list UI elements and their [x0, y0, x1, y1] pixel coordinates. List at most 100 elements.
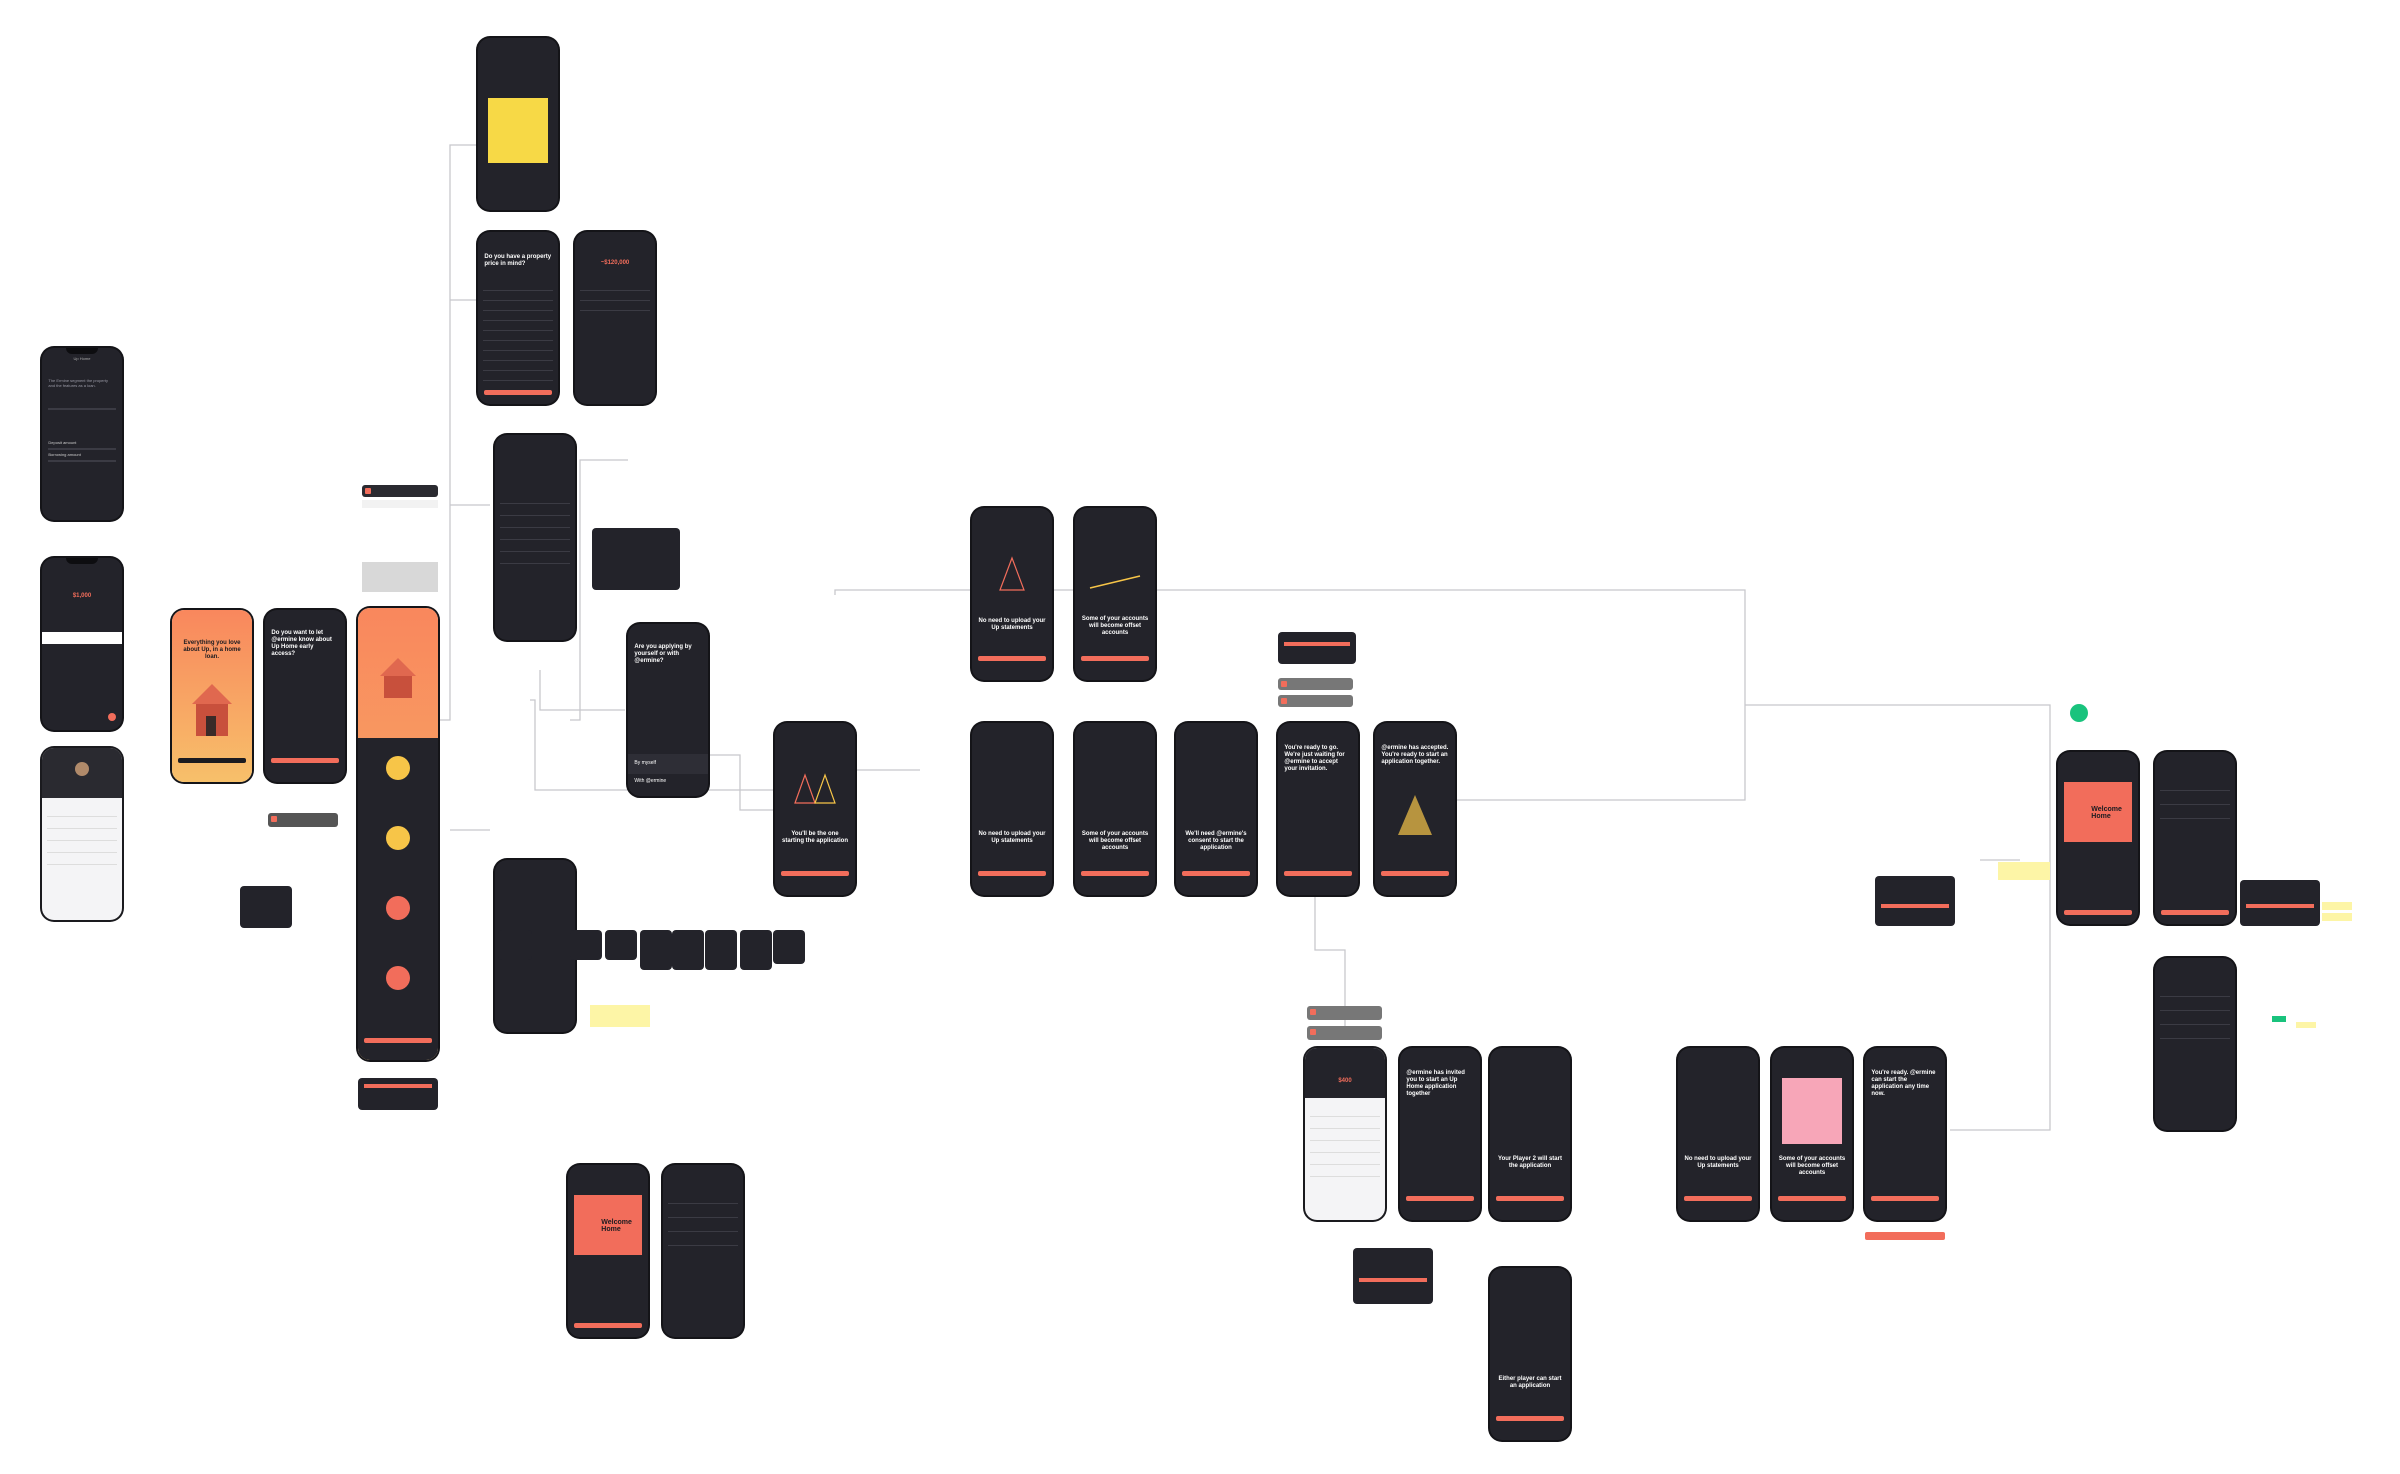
continue-button[interactable] [2160, 910, 2230, 915]
start-button[interactable] [1380, 871, 1450, 876]
continue-button[interactable] [1080, 656, 1150, 661]
card [640, 930, 672, 970]
offset-headline: Some of your accounts will become offset… [1081, 831, 1149, 851]
frame-card [2240, 880, 2320, 926]
phone-screen-accepted: @ermine has accepted. You're ready to st… [1375, 723, 1455, 895]
house-illustration [1398, 795, 1432, 835]
continue-button[interactable] [1283, 871, 1353, 876]
sticky-note [2296, 1022, 2316, 1028]
phone-screen-no-upload-1: No need to upload your Up statements [972, 508, 1052, 680]
property-headline: Do you have a property price in mind? [484, 254, 552, 267]
phone-screen-either: Either player can start an application [1490, 1268, 1570, 1440]
phone-screen-price-summary: ~$120,000 [575, 232, 655, 404]
applying-headline: Are you applying by yourself or with @er… [634, 644, 692, 664]
welcome-line-1: Welcome [601, 1219, 632, 1226]
phone-screen-no-upload-2: No need to upload your Up statements [972, 723, 1052, 895]
card [672, 930, 704, 970]
phone-screen-offset-3: Some of your accounts will become offset… [1772, 1048, 1852, 1220]
notification-card [1307, 1006, 1382, 1020]
accept-button[interactable] [1405, 1196, 1475, 1201]
annotation-text [2058, 960, 2138, 1010]
house-illustration [999, 556, 1025, 591]
player2-headline: Your Player 2 will start the application [1498, 1156, 1562, 1169]
start-button[interactable] [1870, 1196, 1940, 1201]
offset-headline: Some of your accounts will become offset… [1778, 1156, 1846, 1176]
seesaw-illustration [1089, 575, 1141, 589]
phone-screen-contacts-2 [663, 1165, 743, 1337]
phone-screen-yellow-illustration [478, 38, 558, 210]
card [570, 930, 602, 960]
option-with-ermine[interactable]: With @ermine [634, 778, 667, 784]
balance-amount: $400 [1338, 1078, 1352, 1084]
sticky-note [2322, 902, 2352, 910]
phone-screen-onboarding-1: Everything you love about Up, in a home … [172, 610, 252, 782]
frame-modal [1353, 1248, 1433, 1304]
offset-headline: Some of your accounts will become offset… [1081, 616, 1149, 636]
card [605, 930, 637, 960]
card [740, 930, 772, 970]
phone-screen-offset-2: Some of your accounts will become offset… [1075, 723, 1155, 895]
accepted-headline: @ermine has accepted. You're ready to st… [1381, 745, 1449, 765]
continue-button[interactable] [1181, 871, 1251, 876]
ready-any-headline: You're ready. @ermine can start the appl… [1871, 1070, 1936, 1097]
frame-button-group [1278, 632, 1356, 664]
option-by-myself[interactable]: By myself [634, 760, 657, 766]
continue-button[interactable] [1495, 1416, 1565, 1421]
phone-screen-ready-any: You're ready. @ermine can start the appl… [1865, 1048, 1945, 1220]
start-application-button[interactable] [1865, 1232, 1945, 1240]
frame-card [1875, 876, 1955, 926]
no-upload-headline: No need to upload your Up statements [978, 831, 1046, 844]
notification-card [1278, 695, 1353, 707]
phone-screen-long-onboarding [358, 608, 438, 1060]
continue-button[interactable] [2063, 910, 2133, 915]
phone-screen-offset-1: Some of your accounts will become offset… [1075, 508, 1155, 680]
card [773, 930, 805, 964]
phone-screen-balance-2: $400 [1305, 1048, 1385, 1220]
continue-button[interactable] [1683, 1196, 1753, 1201]
status-dot [2070, 704, 2088, 722]
continue-button[interactable] [1495, 1196, 1565, 1201]
placeholder-image [1782, 1078, 1842, 1144]
price-amount: ~$120,000 [600, 260, 630, 266]
register-button[interactable] [363, 1038, 433, 1043]
continue-button[interactable] [573, 1323, 643, 1328]
phone-screen-invited: @ermine has invited you to start an Up H… [1400, 1048, 1480, 1220]
house-illustration [192, 684, 232, 736]
phone-screen-no-upload-3: No need to upload your Up statements [1678, 1048, 1758, 1220]
continue-button[interactable] [1777, 1196, 1847, 1201]
animal-illustration [386, 826, 410, 850]
phone-screen-applying: Are you applying by yourself or with @er… [628, 624, 708, 796]
share-invite-button[interactable] [270, 758, 340, 763]
onboarding-headline: Everything you love about Up, in a home … [183, 640, 241, 660]
start-headline: You'll be the one starting the applicati… [781, 831, 848, 844]
animal-illustration [386, 896, 410, 920]
phone-screen-profile [42, 748, 122, 920]
continue-button[interactable] [483, 390, 553, 395]
phone-screen-contacts [2155, 958, 2235, 1130]
fab-button[interactable] [108, 713, 116, 721]
welcome-line-1: Welcome [2091, 806, 2122, 813]
continue-button[interactable] [780, 871, 850, 876]
avatar [75, 762, 89, 776]
toggle-badge[interactable] [2272, 1016, 2286, 1022]
notification-card [268, 813, 338, 827]
continue-button[interactable] [977, 656, 1047, 661]
continue-button[interactable] [1080, 871, 1150, 876]
legend-item [270, 798, 340, 804]
phone-screen-property-price: Do you have a property price in mind? [478, 232, 558, 404]
animal-illustration [386, 966, 410, 990]
annotation-text [500, 1058, 570, 1108]
phone-screen-start-app: You'll be the one starting the applicati… [775, 723, 855, 895]
sticky-note [1998, 862, 2050, 880]
either-headline: Either player can start an application [1498, 1376, 1562, 1389]
phone-screen-checklist [2155, 752, 2235, 924]
house-illustration [794, 773, 836, 804]
system-dialog [362, 562, 438, 592]
invited-headline: @ermine has invited you to start an Up H… [1406, 1070, 1465, 1097]
continue-button[interactable] [977, 871, 1047, 876]
tooltip-frame [592, 528, 680, 590]
notification-bar [362, 485, 438, 497]
